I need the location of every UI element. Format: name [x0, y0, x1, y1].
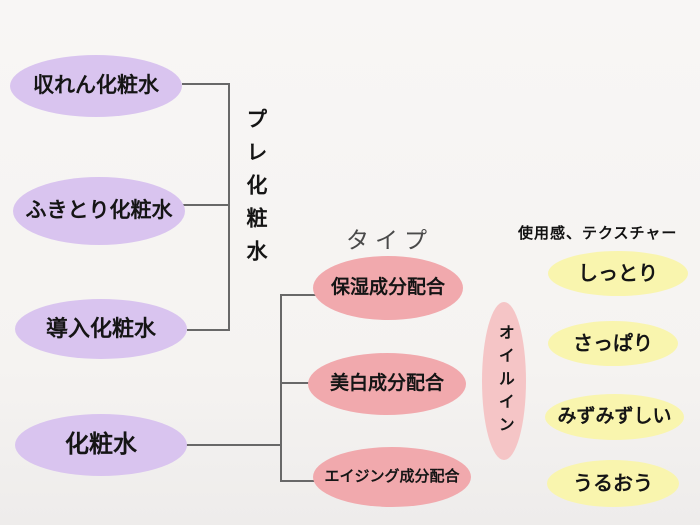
connector-line: [172, 204, 230, 206]
connector-line: [280, 294, 282, 482]
type-column-heading: タイプ: [346, 227, 433, 253]
texture-column-heading: 使用感、テクスチャー: [518, 226, 678, 242]
node-texture-moist: しっとり: [548, 251, 688, 296]
node-moisturizing-ingredients: 保湿成分配合: [313, 256, 463, 320]
node-wiping-lotion: ふきとり化粧水: [13, 177, 185, 245]
node-aging-care-ingredients: エイジング成分配合: [313, 447, 471, 507]
node-astringent-lotion: 収れん化粧水: [10, 55, 182, 117]
pre-lotion-group-label: プレ化粧水: [244, 108, 268, 273]
node-label: しっとり: [578, 262, 658, 285]
node-booster-lotion: 導入化粧水: [15, 299, 187, 359]
node-label: エイジング成分配合: [324, 468, 460, 485]
connector-line: [280, 480, 318, 482]
connector-line: [182, 83, 230, 85]
connector-line: [185, 444, 282, 446]
node-lotion-root: 化粧水: [15, 414, 187, 476]
connector-line: [187, 329, 230, 331]
node-whitening-ingredients: 美白成分配合: [308, 353, 466, 415]
node-label: 保湿成分配合: [330, 276, 445, 298]
node-texture-refreshing: さっぱり: [548, 321, 678, 366]
node-label: 収れん化粧水: [33, 73, 159, 98]
connector-line: [280, 382, 310, 384]
node-label: 導入化粧水: [45, 315, 156, 341]
connector-line: [280, 294, 322, 296]
node-label: 化粧水: [65, 431, 137, 458]
node-texture-dewy: みずみずしい: [545, 394, 684, 440]
node-label: みずみずしい: [557, 405, 672, 427]
node-oil-in: オイルイン: [482, 302, 526, 460]
node-label: ふきとり化粧水: [25, 198, 173, 223]
node-texture-hydrating: うるおう: [547, 460, 679, 507]
node-label: さっぱり: [573, 332, 653, 355]
node-label: オイルイン: [495, 323, 513, 439]
connector-line: [228, 83, 230, 331]
node-label: うるおう: [573, 472, 653, 495]
node-label: 美白成分配合: [329, 372, 444, 394]
